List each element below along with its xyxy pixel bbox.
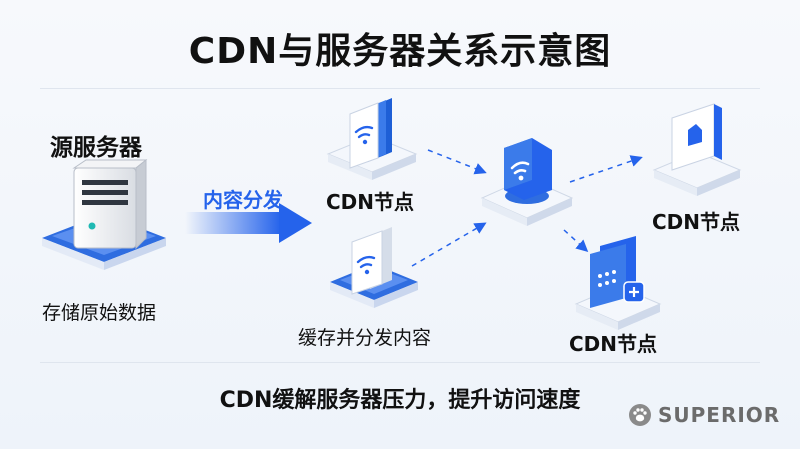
distribution-arrow (185, 203, 312, 243)
cdn-node-right-bottom-label: CDN节点 (569, 332, 658, 356)
origin-server-icon (42, 158, 166, 270)
page-title: CDN与服务器关系示意图 (188, 31, 612, 72)
central-hub-icon (480, 138, 574, 226)
paw-icon (629, 404, 651, 426)
cdn-node-right-top-label: CDN节点 (652, 210, 741, 234)
origin-server-caption: 存储原始数据 (42, 302, 157, 324)
dashed-connectors (411, 149, 643, 267)
cdn-node-right-top-icon (652, 103, 742, 196)
cdn-node-top-left-label: CDN节点 (326, 190, 415, 214)
brand-name: SUPERIOR (658, 403, 781, 427)
top-divider (40, 88, 760, 89)
cdn-node-bottom-left-icon (330, 227, 418, 308)
distribution-label: 内容分发 (203, 188, 283, 212)
brand-logo: SUPERIOR (628, 403, 780, 427)
cdn-node-bottom-left-label: 缓存并分发内容 (298, 327, 432, 349)
origin-server-title: 源服务器 (50, 135, 142, 161)
cdn-node-right-bottom-icon (574, 236, 662, 330)
bottom-divider (40, 362, 760, 363)
cdn-node-top-left-icon (326, 98, 418, 180)
footer-caption: CDN缓解服务器压力，提升访问速度 (219, 388, 581, 413)
